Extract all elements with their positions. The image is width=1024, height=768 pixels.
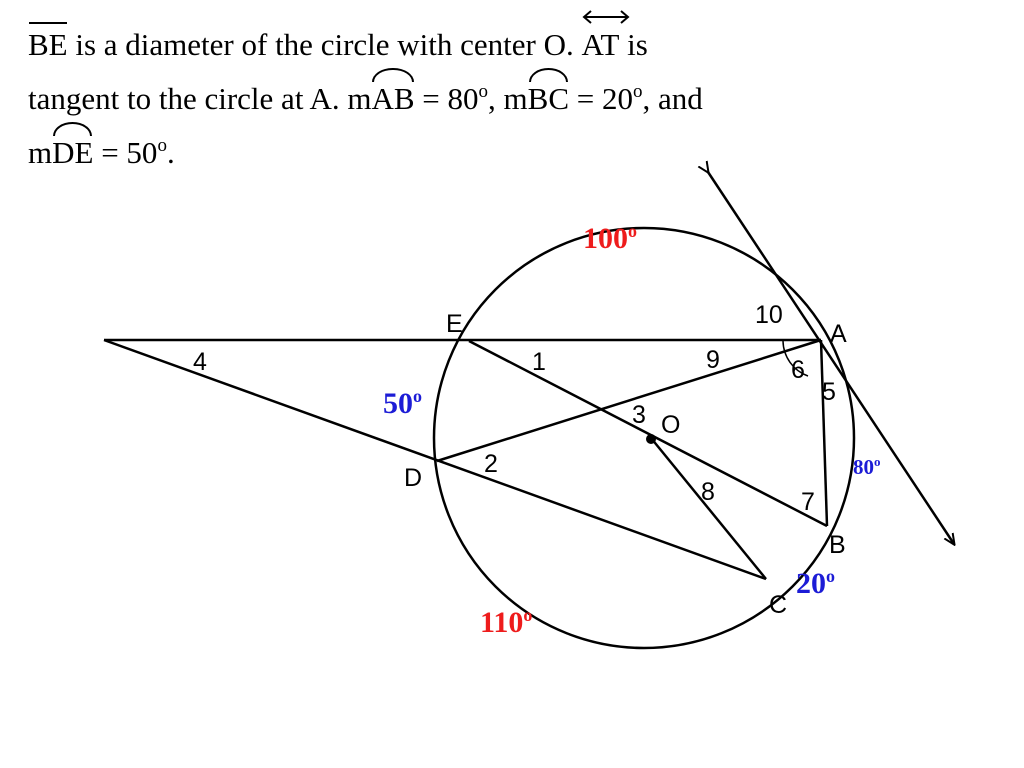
arc-measure-bc-value: 20 <box>796 567 826 600</box>
segment-be: BE <box>28 18 68 72</box>
angle-label-10: 10 <box>755 301 783 329</box>
secant-line-dc <box>103 338 767 581</box>
arc-measure-bc-degree: o <box>826 566 835 586</box>
degree-sign: o <box>633 81 643 102</box>
point-label-d: D <box>404 464 422 492</box>
arc-measure-de: 50o <box>383 386 422 420</box>
angle-label-2: 2 <box>484 450 498 478</box>
problem-line-3: mDE = 50o. <box>28 122 988 180</box>
chord-ab <box>819 339 829 527</box>
point-label-a: A <box>830 320 847 348</box>
line-at: AT <box>581 10 630 72</box>
point-label-b: B <box>829 531 846 559</box>
arc-measure-de-value: 50 <box>383 387 413 420</box>
arc-measure-bc: 20o <box>796 566 835 600</box>
angle-label-7: 7 <box>801 488 815 516</box>
problem-text-7: , and <box>642 81 703 116</box>
angle-6-arc-mark <box>782 340 809 377</box>
arc-measure-cd: 110o <box>480 605 532 639</box>
arc-measure-ab-value: 80 <box>853 455 874 479</box>
problem-text-2: is <box>619 27 648 62</box>
arc-measure-ea: 100o <box>583 221 637 255</box>
angle-label-3: 3 <box>632 401 646 429</box>
chord-da <box>436 338 822 463</box>
problem-line-1: BE is a diameter of the circle with cent… <box>28 10 988 72</box>
tangent-line-at <box>708 172 954 544</box>
problem-text-9: = 50 <box>93 135 158 170</box>
angle-label-5: 5 <box>822 378 836 406</box>
circle <box>432 226 856 650</box>
point-label-c: C <box>769 591 787 619</box>
line-at-label: AT <box>581 27 620 62</box>
angle-label-1: 1 <box>532 348 546 376</box>
angle-label-9: 9 <box>706 346 720 374</box>
degree-sign: o <box>478 81 489 102</box>
arc-measure-ea-degree: o <box>628 221 637 241</box>
degree-sign: o <box>157 135 167 156</box>
diameter-be <box>468 339 828 528</box>
arc-measure-ab-degree: o <box>874 454 881 469</box>
point-label-e: E <box>446 310 463 338</box>
arc-measure-cd-degree: o <box>523 605 532 625</box>
angle-label-6: 6 <box>791 356 805 384</box>
double-arrow-icon <box>581 10 630 24</box>
problem-text-1: is a diameter of the circle with center … <box>67 27 582 62</box>
arc-measure-cd-value: 110 <box>480 606 523 639</box>
problem-text-3: tangent to the circle at A. m <box>28 81 372 116</box>
arc-de-symbol: DE <box>52 122 93 180</box>
problem-text-8: m <box>28 135 53 170</box>
problem-text-10: . <box>166 135 175 170</box>
problem-text-5: , m <box>488 81 528 116</box>
angle-label-8: 8 <box>701 478 715 506</box>
problem-line-2: tangent to the circle at A. mAB = 80o, m… <box>28 68 988 126</box>
arc-measure-ab: 80o <box>853 454 881 479</box>
arc-measure-de-degree: o <box>413 386 422 406</box>
radius-oc <box>650 437 767 580</box>
center-point <box>646 434 656 444</box>
problem-text-4: = 80 <box>414 81 479 116</box>
arc-bc-symbol: BC <box>528 68 569 126</box>
problem-statement: BE is a diameter of the circle with cent… <box>28 10 988 180</box>
arc-ab-symbol: AB <box>371 68 415 126</box>
angle-label-4: 4 <box>193 348 207 376</box>
arc-measure-ea-value: 100 <box>583 222 628 255</box>
problem-text-6: = 20 <box>569 81 633 116</box>
point-label-o: O <box>661 411 680 439</box>
